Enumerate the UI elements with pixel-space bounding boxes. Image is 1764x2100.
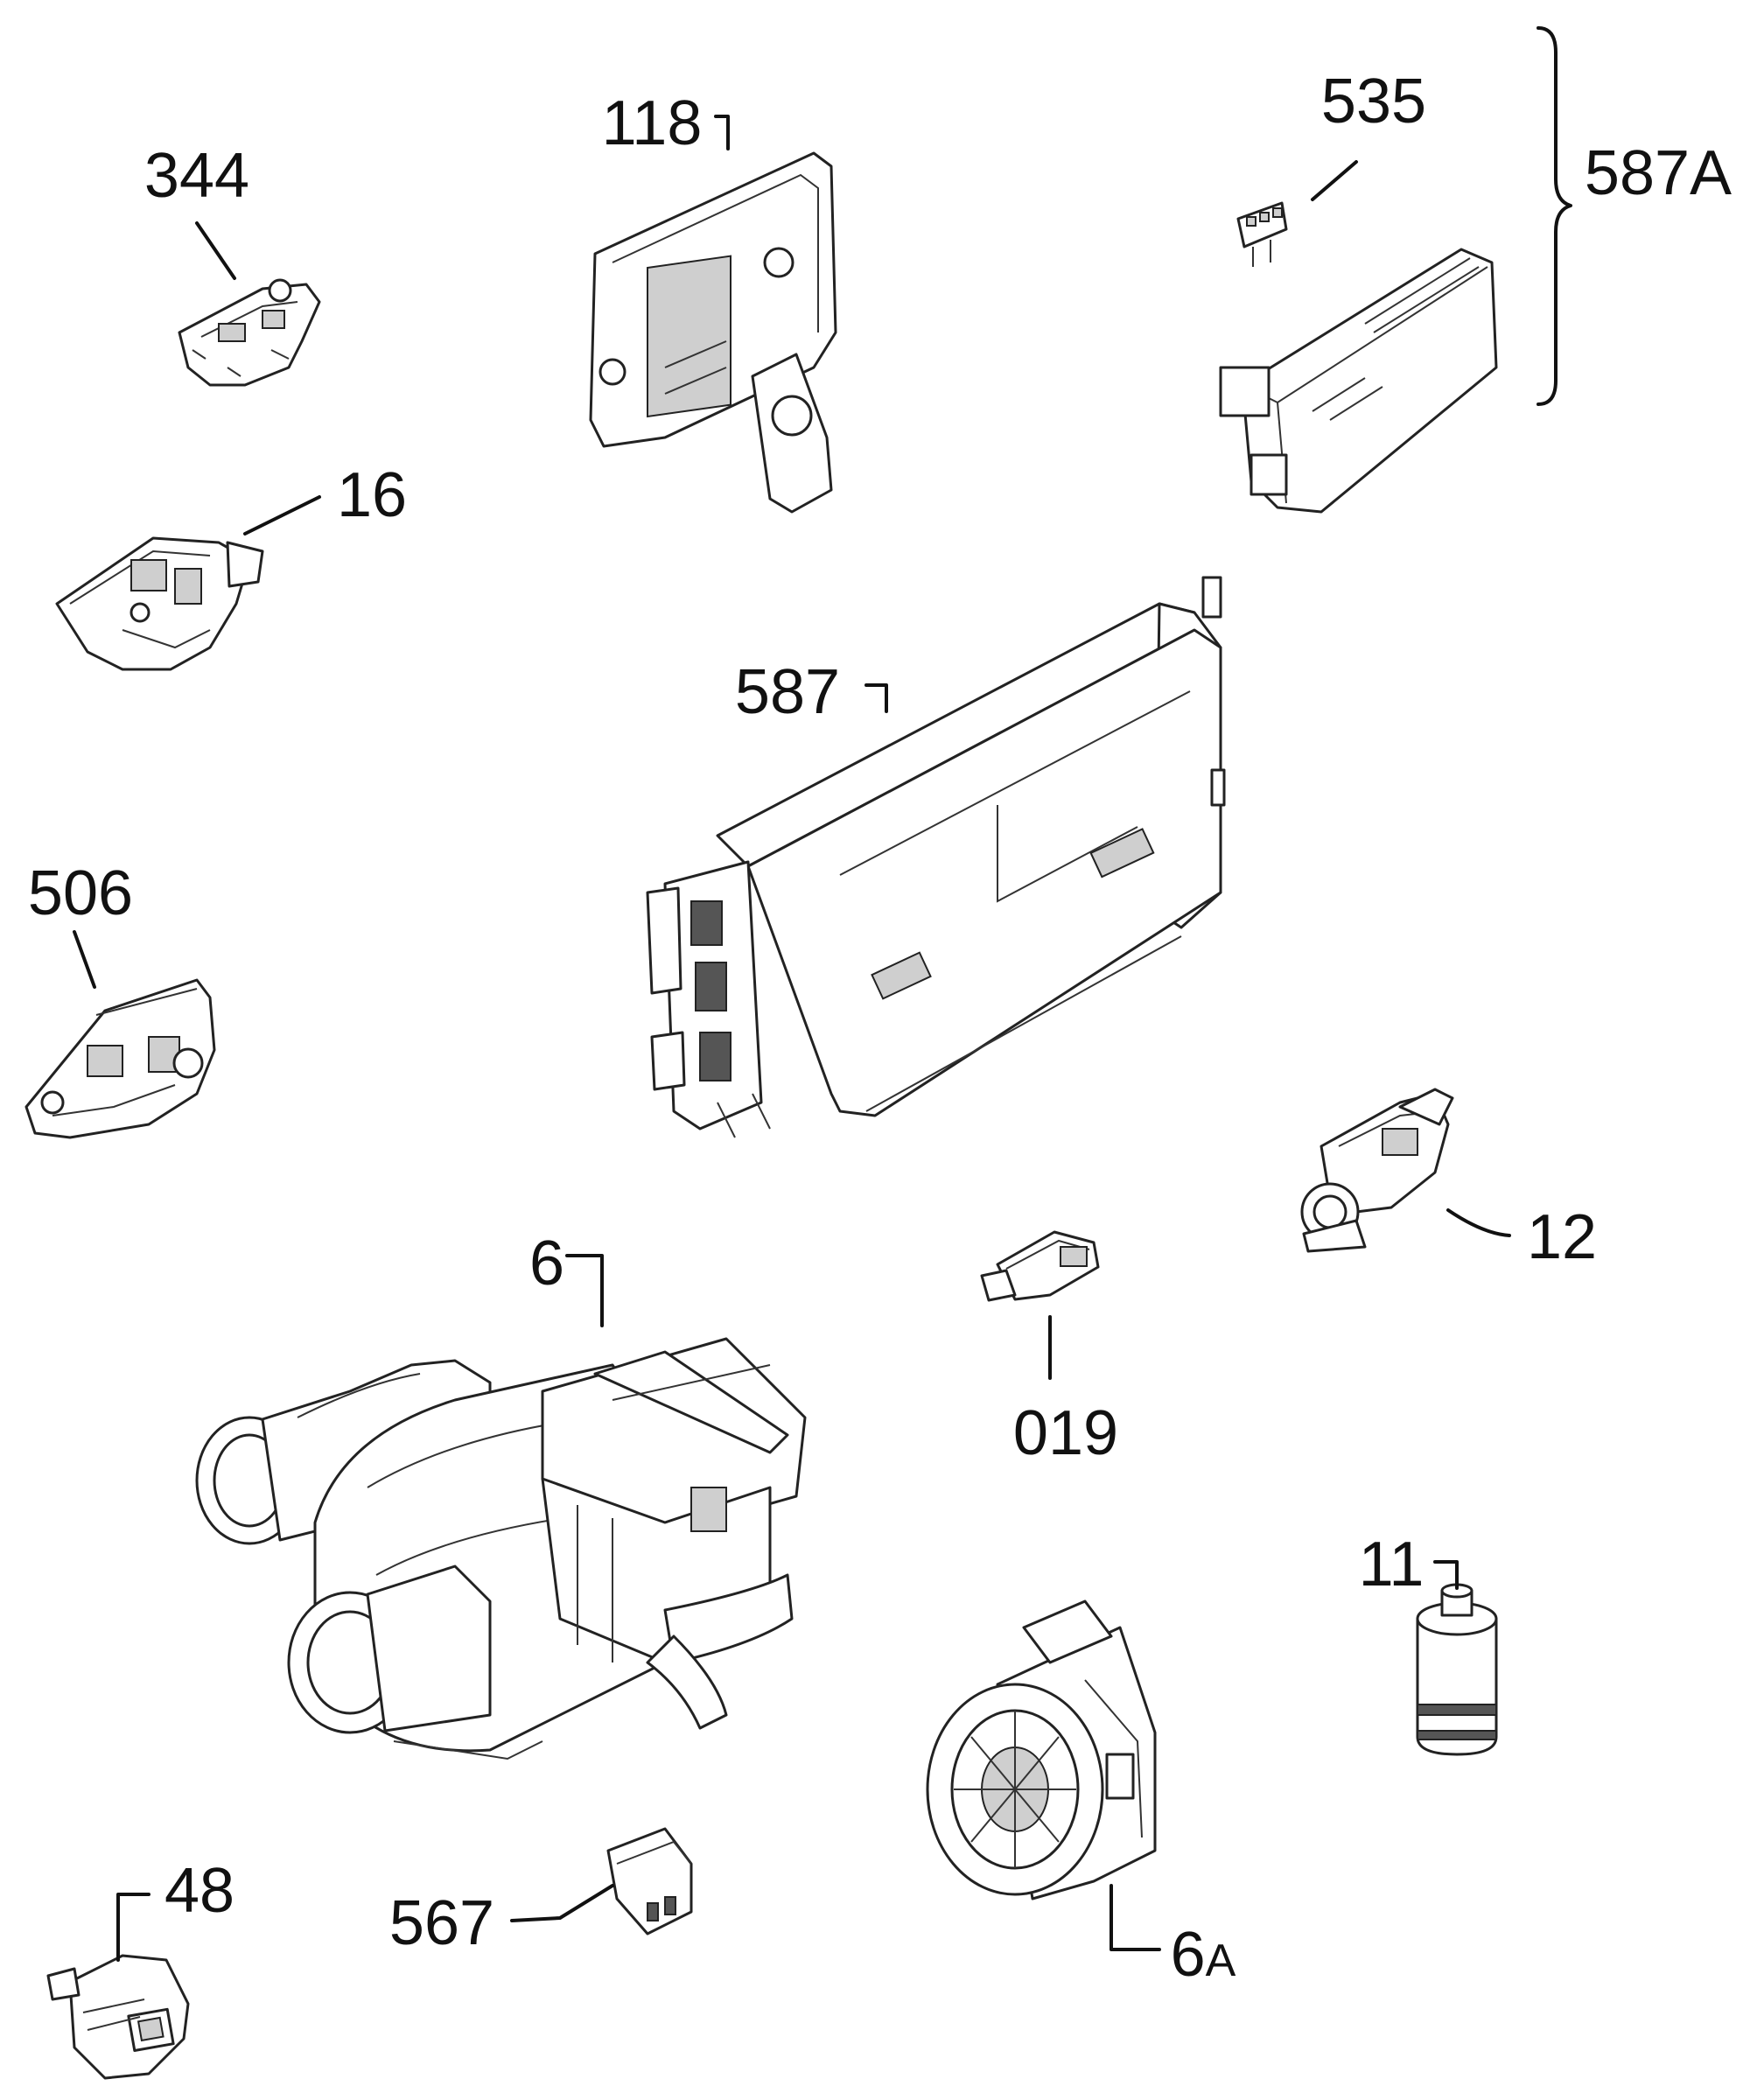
callout-6: 6: [529, 1228, 564, 1298]
callout-6A: 6A: [1171, 1920, 1236, 1990]
leader-344: [195, 221, 236, 280]
part-11-drawing: [1416, 1583, 1498, 1756]
callout-16: 16: [337, 460, 407, 530]
leader-11: [1433, 1560, 1459, 1590]
leader-567: [510, 1884, 614, 1922]
part-567-drawing: [606, 1827, 693, 1936]
part-48-drawing: [46, 1954, 190, 2080]
leader-118: [714, 115, 730, 150]
part-16-drawing: [55, 536, 264, 671]
callout-12: 12: [1527, 1202, 1597, 1272]
part-535-drawing: [1236, 201, 1288, 267]
leader-6: [565, 1254, 604, 1327]
leader-12: [1446, 1208, 1511, 1237]
part-6A-drawing: [926, 1600, 1157, 1900]
part-019-drawing: [980, 1230, 1100, 1302]
leader-506: [73, 930, 96, 989]
leader-535: [1311, 160, 1358, 201]
brace-587A: [1536, 26, 1572, 406]
leader-6A: [1110, 1884, 1161, 1951]
part-587-drawing: [646, 576, 1226, 1138]
callout-019: 019: [1013, 1398, 1118, 1468]
leader-16: [243, 495, 321, 536]
callout-6A-suffix: A: [1206, 1936, 1236, 1986]
leader-48: [116, 1893, 150, 1962]
part-12-drawing: [1300, 1088, 1454, 1253]
callout-118: 118: [602, 88, 703, 158]
part-118-drawing: [589, 151, 837, 514]
callout-587: 587: [735, 657, 840, 727]
callout-567: 567: [389, 1888, 494, 1958]
part-344-drawing: [178, 278, 321, 387]
leader-587: [864, 683, 888, 713]
callout-344: 344: [144, 141, 249, 211]
callout-587A: 587A: [1585, 138, 1732, 208]
callout-506: 506: [28, 858, 133, 928]
part-6-drawing: [195, 1337, 807, 1760]
part-587A-drawing: [1219, 248, 1498, 514]
callout-11: 11: [1359, 1530, 1424, 1600]
callout-48: 48: [164, 1856, 234, 1926]
part-506-drawing: [24, 978, 216, 1139]
callout-535: 535: [1321, 66, 1426, 136]
callout-6A-number: 6: [1171, 1920, 1206, 1990]
